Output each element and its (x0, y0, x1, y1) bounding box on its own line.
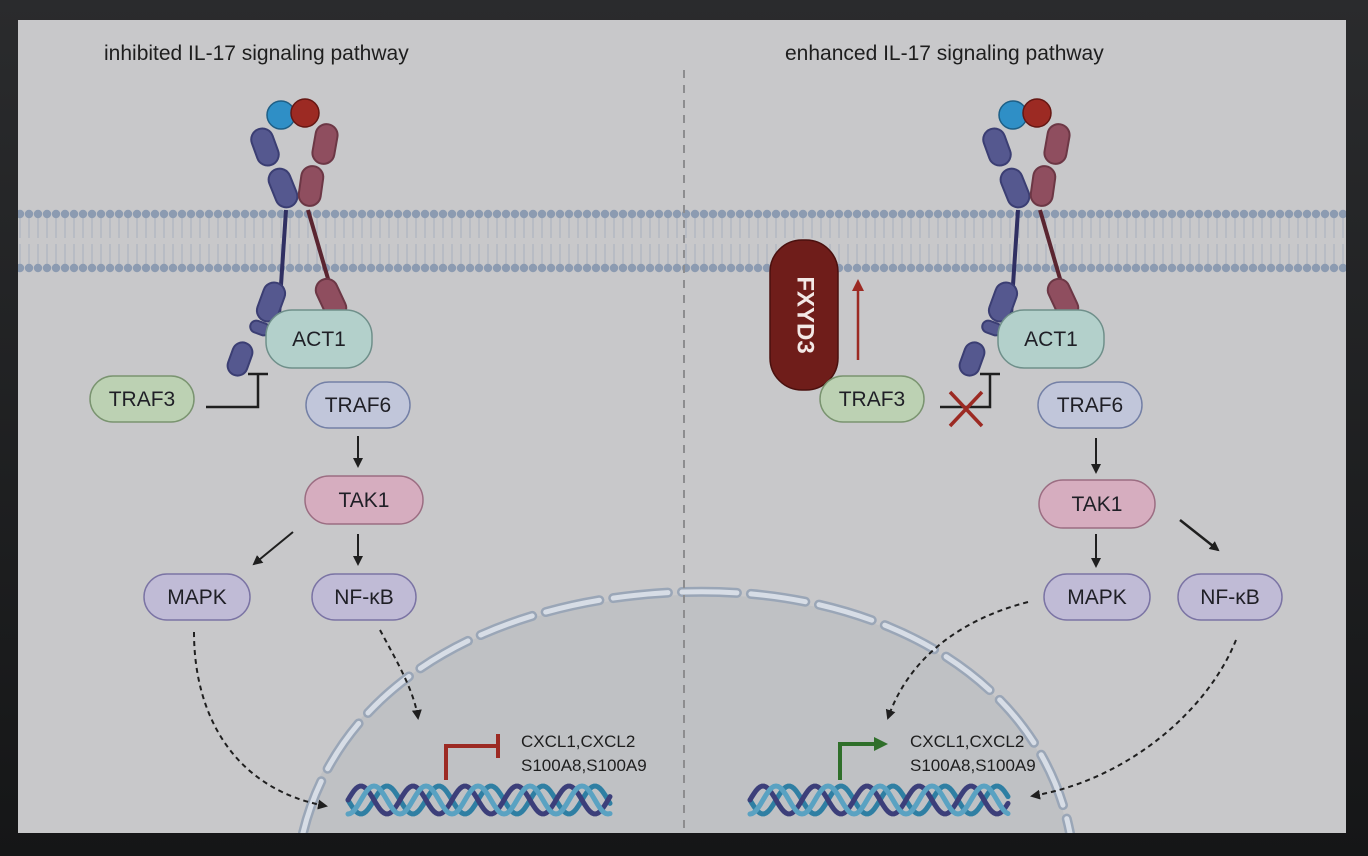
blocked-inhibition-cross (948, 390, 984, 428)
dna-helix-right (747, 783, 1011, 817)
transcription-activation-arrow (838, 737, 888, 780)
transcription-inhibition-symbol (444, 734, 500, 780)
target-genes-line1-left: CXCL1,CXCL2 (521, 732, 635, 751)
nfkb-node-right: NF-κB (1177, 573, 1283, 621)
mapk-label-right: MAPK (1067, 586, 1127, 609)
diagram-canvas: inhibited IL-17 signaling pathway (18, 20, 1346, 833)
nfkb-label-left: NF-κB (334, 586, 394, 609)
mapk-node-right: MAPK (1043, 573, 1151, 621)
tak1-label-left: TAK1 (339, 489, 390, 512)
traf6-node-left: TRAF6 (305, 381, 411, 429)
fxyd3-label: FXYD3 (792, 276, 819, 353)
traf6-label-left: TRAF6 (325, 394, 392, 417)
traf3-label-left: TRAF3 (109, 388, 176, 411)
left-panel: inhibited IL-17 signaling pathway (89, 42, 647, 817)
nucleus (298, 586, 1075, 833)
target-genes-line2-left: S100A8,S100A9 (521, 756, 647, 775)
il17-receptor-right (958, 98, 1080, 377)
target-genes-line1-right: CXCL1,CXCL2 (910, 732, 1024, 751)
il17-receptor-left (226, 98, 348, 377)
right-panel: enhanced IL-17 signaling pathway FXYD3 (747, 42, 1283, 817)
traf3-inhibition-connector-right (940, 372, 1000, 409)
target-genes-line2-right: S100A8,S100A9 (910, 756, 1036, 775)
traf6-node-right: TRAF6 (1037, 381, 1143, 429)
act1-node-left: ACT1 (265, 309, 373, 369)
traf3-node-right: TRAF3 (819, 375, 925, 423)
nfkb-label-right: NF-κB (1200, 586, 1260, 609)
tak1-label-right: TAK1 (1072, 493, 1123, 516)
arrow-tak1-mapk-left (252, 531, 294, 566)
act1-label-right: ACT1 (1024, 328, 1078, 351)
dashed-arrow-nfkb-dna-left (379, 629, 422, 720)
traf3-inhibition-connector-left (206, 372, 268, 409)
dashed-arrow-mapk-dna-left (193, 631, 328, 810)
act1-node-right: ACT1 (997, 309, 1105, 369)
mapk-label-left: MAPK (167, 586, 227, 609)
tak1-node-right: TAK1 (1038, 479, 1156, 529)
arrow-tak1-nfkb-right (1179, 519, 1220, 552)
dashed-arrow-mapk-dna-right (885, 601, 1029, 720)
traf3-label-right: TRAF3 (839, 388, 906, 411)
pathway-diagram: inhibited IL-17 signaling pathway (18, 42, 1346, 833)
right-panel-title: enhanced IL-17 signaling pathway (785, 42, 1104, 65)
dashed-arrow-nfkb-dna-right (1030, 639, 1237, 800)
dna-helix-left (345, 783, 613, 817)
fxyd3-node: FXYD3 (769, 239, 839, 391)
cell-membrane (18, 209, 1346, 273)
tak1-node-left: TAK1 (304, 475, 424, 525)
left-panel-title: inhibited IL-17 signaling pathway (104, 42, 409, 65)
mapk-node-left: MAPK (143, 573, 251, 621)
traf6-label-right: TRAF6 (1057, 394, 1124, 417)
traf3-node-left: TRAF3 (89, 375, 195, 423)
act1-label-left: ACT1 (292, 328, 346, 351)
nfkb-node-left: NF-κB (311, 573, 417, 621)
